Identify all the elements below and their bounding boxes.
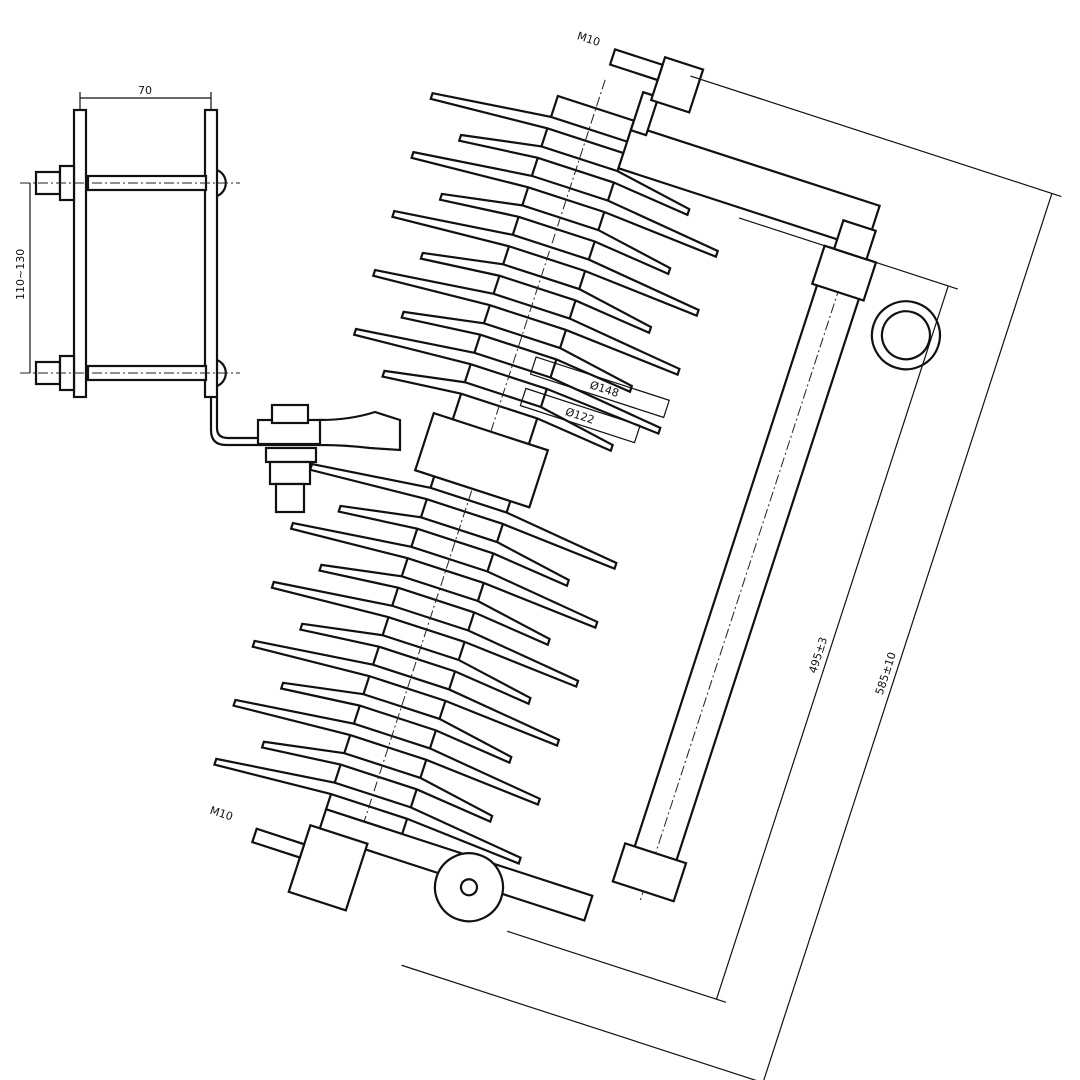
insulator-shed	[400, 310, 634, 394]
dimension-overall-length: 585±10	[873, 650, 899, 696]
insulator-assembly: Ø148 Ø122 M10 M10 495±3 585±10	[208, 29, 1062, 1080]
insulator-shed	[289, 521, 599, 630]
insulator-shed	[298, 622, 532, 706]
insulator-shed	[352, 327, 662, 436]
insulator-shed	[337, 504, 571, 588]
dimension-bracket-width: 70	[138, 84, 152, 97]
insulator-shed	[318, 563, 551, 647]
insulator-shed	[308, 462, 618, 571]
upper-contact-bar	[617, 124, 882, 250]
insulator-sheds	[213, 91, 739, 865]
dimension-bolt-spacing: 110~130	[14, 249, 27, 300]
insulator-shed	[371, 268, 681, 377]
insulator-shed	[457, 133, 691, 217]
insulator-shed	[260, 740, 494, 824]
insulator-shed	[279, 681, 513, 765]
insulator-shed	[419, 251, 653, 335]
insulator-shed	[213, 757, 522, 865]
dimension-contact-length: 495±3	[806, 636, 830, 675]
mounting-bracket: 70 110~130	[14, 84, 402, 514]
fuse-tube	[630, 245, 873, 871]
insulator-shed	[232, 698, 542, 806]
label-thread-top: M10	[575, 29, 601, 49]
insulator-shed	[251, 639, 561, 748]
insulator-shed	[438, 192, 672, 276]
insulator-shed	[381, 369, 614, 453]
label-thread-bottom: M10	[208, 804, 234, 824]
insulator-shed	[391, 209, 700, 318]
insulator-shed	[410, 150, 720, 259]
insulator-shed	[270, 580, 580, 689]
